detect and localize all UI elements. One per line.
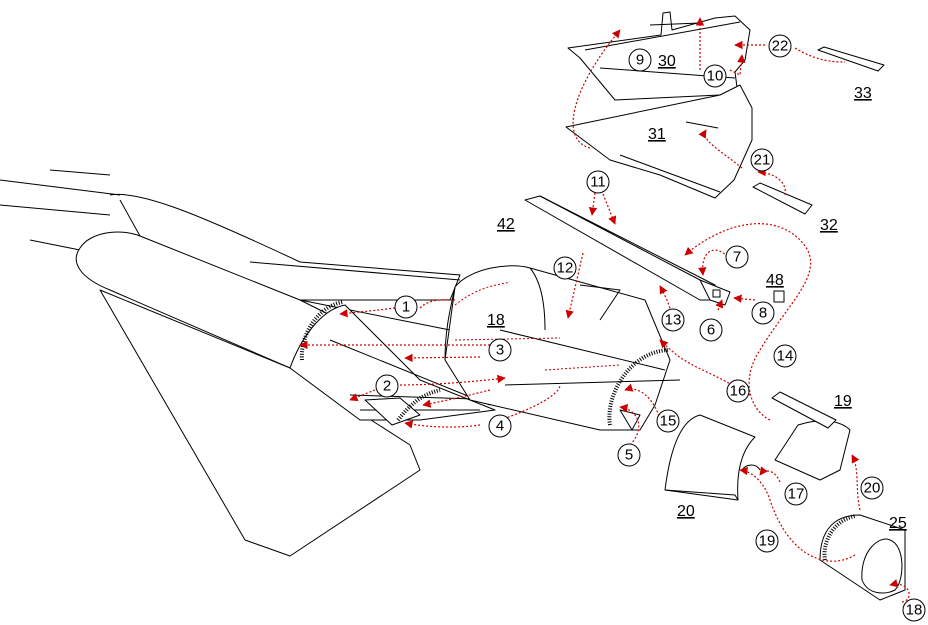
part-label-20: 20 xyxy=(677,503,695,520)
svg-text:20: 20 xyxy=(864,480,881,497)
svg-text:11: 11 xyxy=(590,174,606,191)
part-19-cover xyxy=(771,391,851,481)
part-label-25: 25 xyxy=(889,515,907,532)
step-1: 1 xyxy=(394,295,418,319)
step-11: 11 xyxy=(586,170,610,194)
svg-text:12: 12 xyxy=(557,260,574,277)
part-31-side-panel xyxy=(565,84,753,199)
part-label-48: 48 xyxy=(766,272,784,289)
step-5: 5 xyxy=(617,443,641,467)
step-16: 16 xyxy=(726,379,750,403)
part-20-cover xyxy=(664,414,761,501)
svg-text:6: 6 xyxy=(707,322,715,339)
part-42-beam xyxy=(524,195,731,306)
step-14: 14 xyxy=(773,344,797,368)
part-18-panel xyxy=(444,265,681,431)
svg-text:13: 13 xyxy=(665,312,682,329)
step-4: 4 xyxy=(488,414,512,438)
step-19: 19 xyxy=(755,529,779,553)
step-21: 21 xyxy=(750,148,774,172)
part-label-31: 31 xyxy=(648,126,666,143)
step-20: 20 xyxy=(860,476,884,500)
svg-text:9: 9 xyxy=(636,52,644,69)
step-callouts: 1 2 3 4 5 6 7 8 9 10 11 12 13 14 15 16 1… xyxy=(375,34,926,622)
svg-text:19: 19 xyxy=(759,533,776,550)
part-label-30: 30 xyxy=(658,53,676,70)
part-label-42: 42 xyxy=(497,216,515,233)
part-label-18: 18 xyxy=(487,312,505,329)
part-33-strip xyxy=(817,46,885,72)
svg-text:7: 7 xyxy=(733,249,741,266)
aircraft-body xyxy=(0,169,506,557)
step-18: 18 xyxy=(902,598,926,622)
svg-text:17: 17 xyxy=(788,486,805,503)
step-15: 15 xyxy=(656,409,680,433)
svg-text:15: 15 xyxy=(660,413,677,430)
step-6: 6 xyxy=(699,318,723,342)
svg-text:5: 5 xyxy=(625,447,633,464)
step-10: 10 xyxy=(703,64,727,88)
part-label-32: 32 xyxy=(820,217,838,234)
step-12: 12 xyxy=(553,256,577,280)
step-3: 3 xyxy=(488,338,512,362)
step-22: 22 xyxy=(768,34,792,58)
svg-text:2: 2 xyxy=(383,378,391,395)
part-labels: 30 33 31 32 42 48 18 19 20 25 xyxy=(487,53,907,532)
step-7: 7 xyxy=(725,245,749,269)
step-2: 2 xyxy=(375,374,399,398)
part-48-block xyxy=(773,290,785,303)
svg-text:10: 10 xyxy=(707,68,724,85)
step-8: 8 xyxy=(751,301,775,325)
part-label-19: 19 xyxy=(834,393,852,410)
svg-text:14: 14 xyxy=(777,348,794,365)
svg-text:21: 21 xyxy=(754,152,771,169)
svg-text:3: 3 xyxy=(496,342,504,359)
step-13: 13 xyxy=(661,308,685,332)
svg-text:18: 18 xyxy=(906,602,923,619)
part-32-strip xyxy=(752,182,813,215)
svg-text:4: 4 xyxy=(496,418,504,435)
svg-text:16: 16 xyxy=(730,383,747,400)
svg-text:1: 1 xyxy=(402,299,410,316)
step-17: 17 xyxy=(784,482,808,506)
svg-text:22: 22 xyxy=(772,38,789,55)
svg-text:8: 8 xyxy=(759,305,767,322)
step-9: 9 xyxy=(628,48,652,72)
part-label-33: 33 xyxy=(854,85,872,102)
